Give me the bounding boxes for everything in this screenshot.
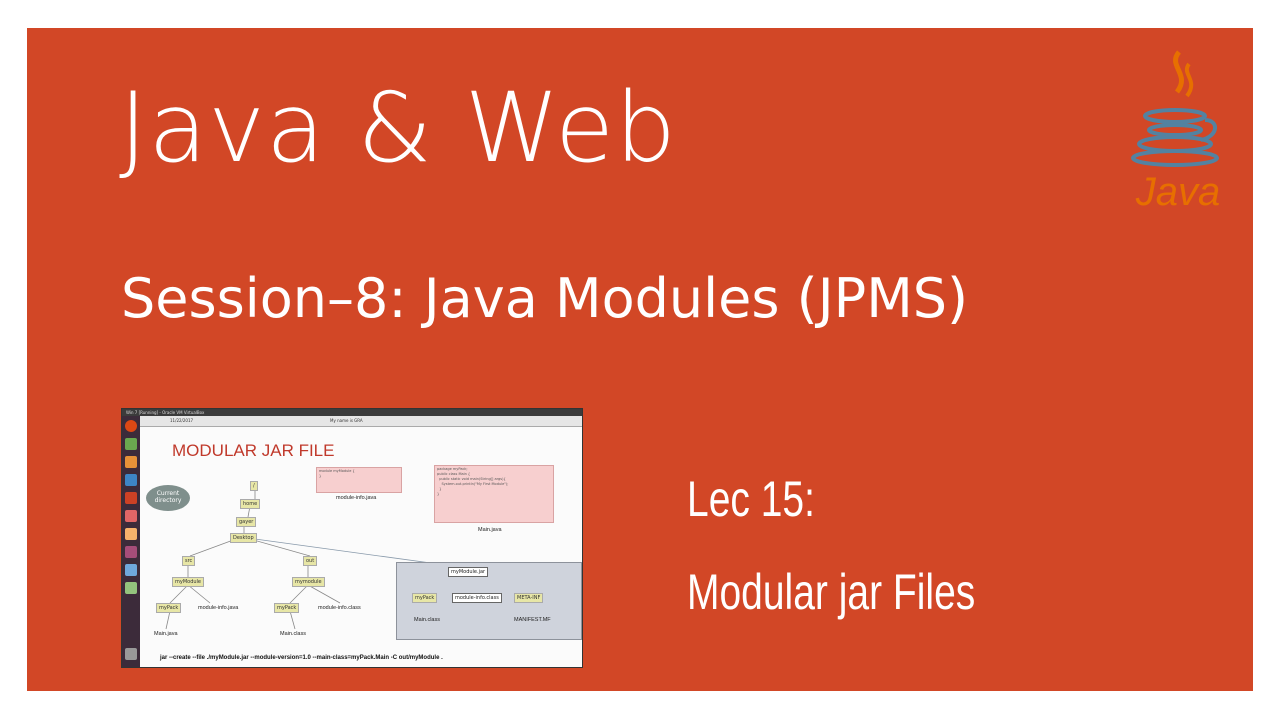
- java-logo: Java: [1127, 44, 1227, 216]
- browser-icon: [125, 456, 137, 468]
- ubuntu-launcher: [122, 416, 140, 667]
- lecture-number: Lec 15:: [687, 471, 815, 527]
- impress-icon: [125, 492, 137, 504]
- embedded-screenshot: Win 7 [Running] - Oracle VM VirtualBox 1…: [121, 408, 583, 668]
- tree-node-user: gayer: [236, 517, 257, 527]
- vm-window-title: Win 7 [Running] - Oracle VM VirtualBox: [126, 410, 205, 415]
- slide-content: MODULAR JAR FILE Current directory / hom…: [140, 427, 582, 667]
- trash-icon: [125, 648, 137, 660]
- current-directory-callout: Current directory: [146, 485, 190, 511]
- main-java-code-box: package myPack; public class Main { publ…: [434, 465, 554, 523]
- file-label-main-java: Main.java: [154, 631, 178, 637]
- slide-title: Java & Web: [119, 72, 677, 184]
- spreadsheet-icon: [125, 438, 137, 450]
- vm-titlebar: Win 7 [Running] - Oracle VM VirtualBox: [122, 409, 582, 416]
- tree-node-out-pack: myPack: [274, 603, 300, 613]
- tree-node-out: out: [303, 556, 318, 566]
- toolbar-center: My name is GRA: [330, 418, 363, 423]
- tree-node-src: src: [182, 556, 196, 566]
- jar-node-module-info: module-info.class: [452, 593, 502, 603]
- tree-node-src-module: myModule: [172, 577, 205, 587]
- jar-label-main-class: Main.class: [414, 617, 440, 623]
- tree-node-home: home: [240, 499, 261, 509]
- jar-title-node: myModule.jar: [448, 567, 489, 577]
- java-cup-icon: [1131, 50, 1219, 167]
- writer-icon: [125, 474, 137, 486]
- module-info-code-box: module myModule { }: [316, 467, 402, 493]
- software-center-icon: [125, 510, 137, 522]
- file-label-module-info-java: module-info.java: [198, 605, 239, 611]
- viewer-toolbar: 11/22/2017 My name is GRA: [140, 416, 582, 427]
- module-info-caption: module-info.java: [336, 495, 377, 501]
- tree-node-desktop: Desktop: [230, 533, 257, 543]
- jar-command: jar --create --file ./myModule.jar --mod…: [160, 655, 443, 661]
- slide-subtitle: Session–8: Java Modules (JPMS): [121, 267, 969, 330]
- tree-node-out-module: mymodule: [292, 577, 325, 587]
- app-icon: [125, 582, 137, 594]
- java-logo-text: Java: [1135, 170, 1221, 214]
- dash-icon: [125, 420, 137, 432]
- file-label-module-info-class: module-info.class: [318, 605, 361, 611]
- tree-node-src-pack: myPack: [156, 603, 182, 613]
- content-heading: MODULAR JAR FILE: [172, 441, 335, 460]
- file-label-main-class: Main.class: [280, 631, 306, 637]
- terminal-icon: [125, 564, 137, 576]
- jar-node-mypack: myPack: [412, 593, 438, 603]
- slide: Java & Web Session–8: Java Modules (JPMS…: [27, 28, 1253, 691]
- settings-icon: [125, 546, 137, 558]
- jar-label-manifest: MANIFEST.MF: [514, 617, 551, 623]
- tree-node-root: /: [250, 481, 258, 491]
- main-java-caption: Main.java: [478, 527, 502, 533]
- files-icon: [125, 528, 137, 540]
- jar-node-meta-inf: META-INF: [514, 593, 544, 603]
- toolbar-date: 11/22/2017: [170, 418, 194, 423]
- lecture-title: Modular jar Files: [687, 564, 976, 620]
